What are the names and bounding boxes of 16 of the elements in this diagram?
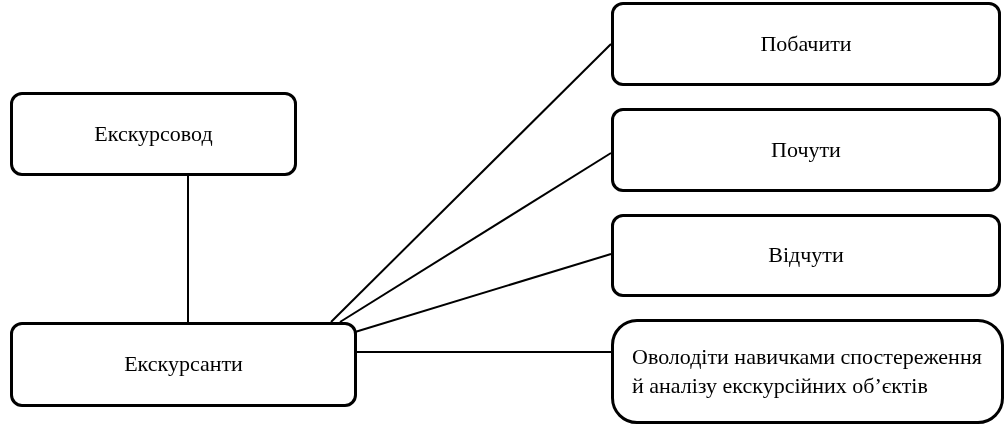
connector-line xyxy=(330,43,612,323)
connector-line xyxy=(356,351,612,353)
text-box xyxy=(611,108,1001,192)
connector-line xyxy=(339,152,612,323)
text-box xyxy=(10,92,297,176)
box-label: Екскурсовод xyxy=(94,119,213,148)
box-label: Почути xyxy=(771,135,841,164)
text-box xyxy=(611,2,1001,86)
box-label: Оволодіти навичками спостереження й аналізу екскурсійних об’єктів xyxy=(632,342,983,400)
text-box xyxy=(611,214,1001,297)
text-box xyxy=(10,322,357,407)
box-label: Екскурсанти xyxy=(124,350,243,379)
connector-line xyxy=(187,175,189,323)
box-label: Побачити xyxy=(760,29,852,58)
box-label: Відчути xyxy=(768,241,844,270)
text-box xyxy=(611,319,1004,424)
